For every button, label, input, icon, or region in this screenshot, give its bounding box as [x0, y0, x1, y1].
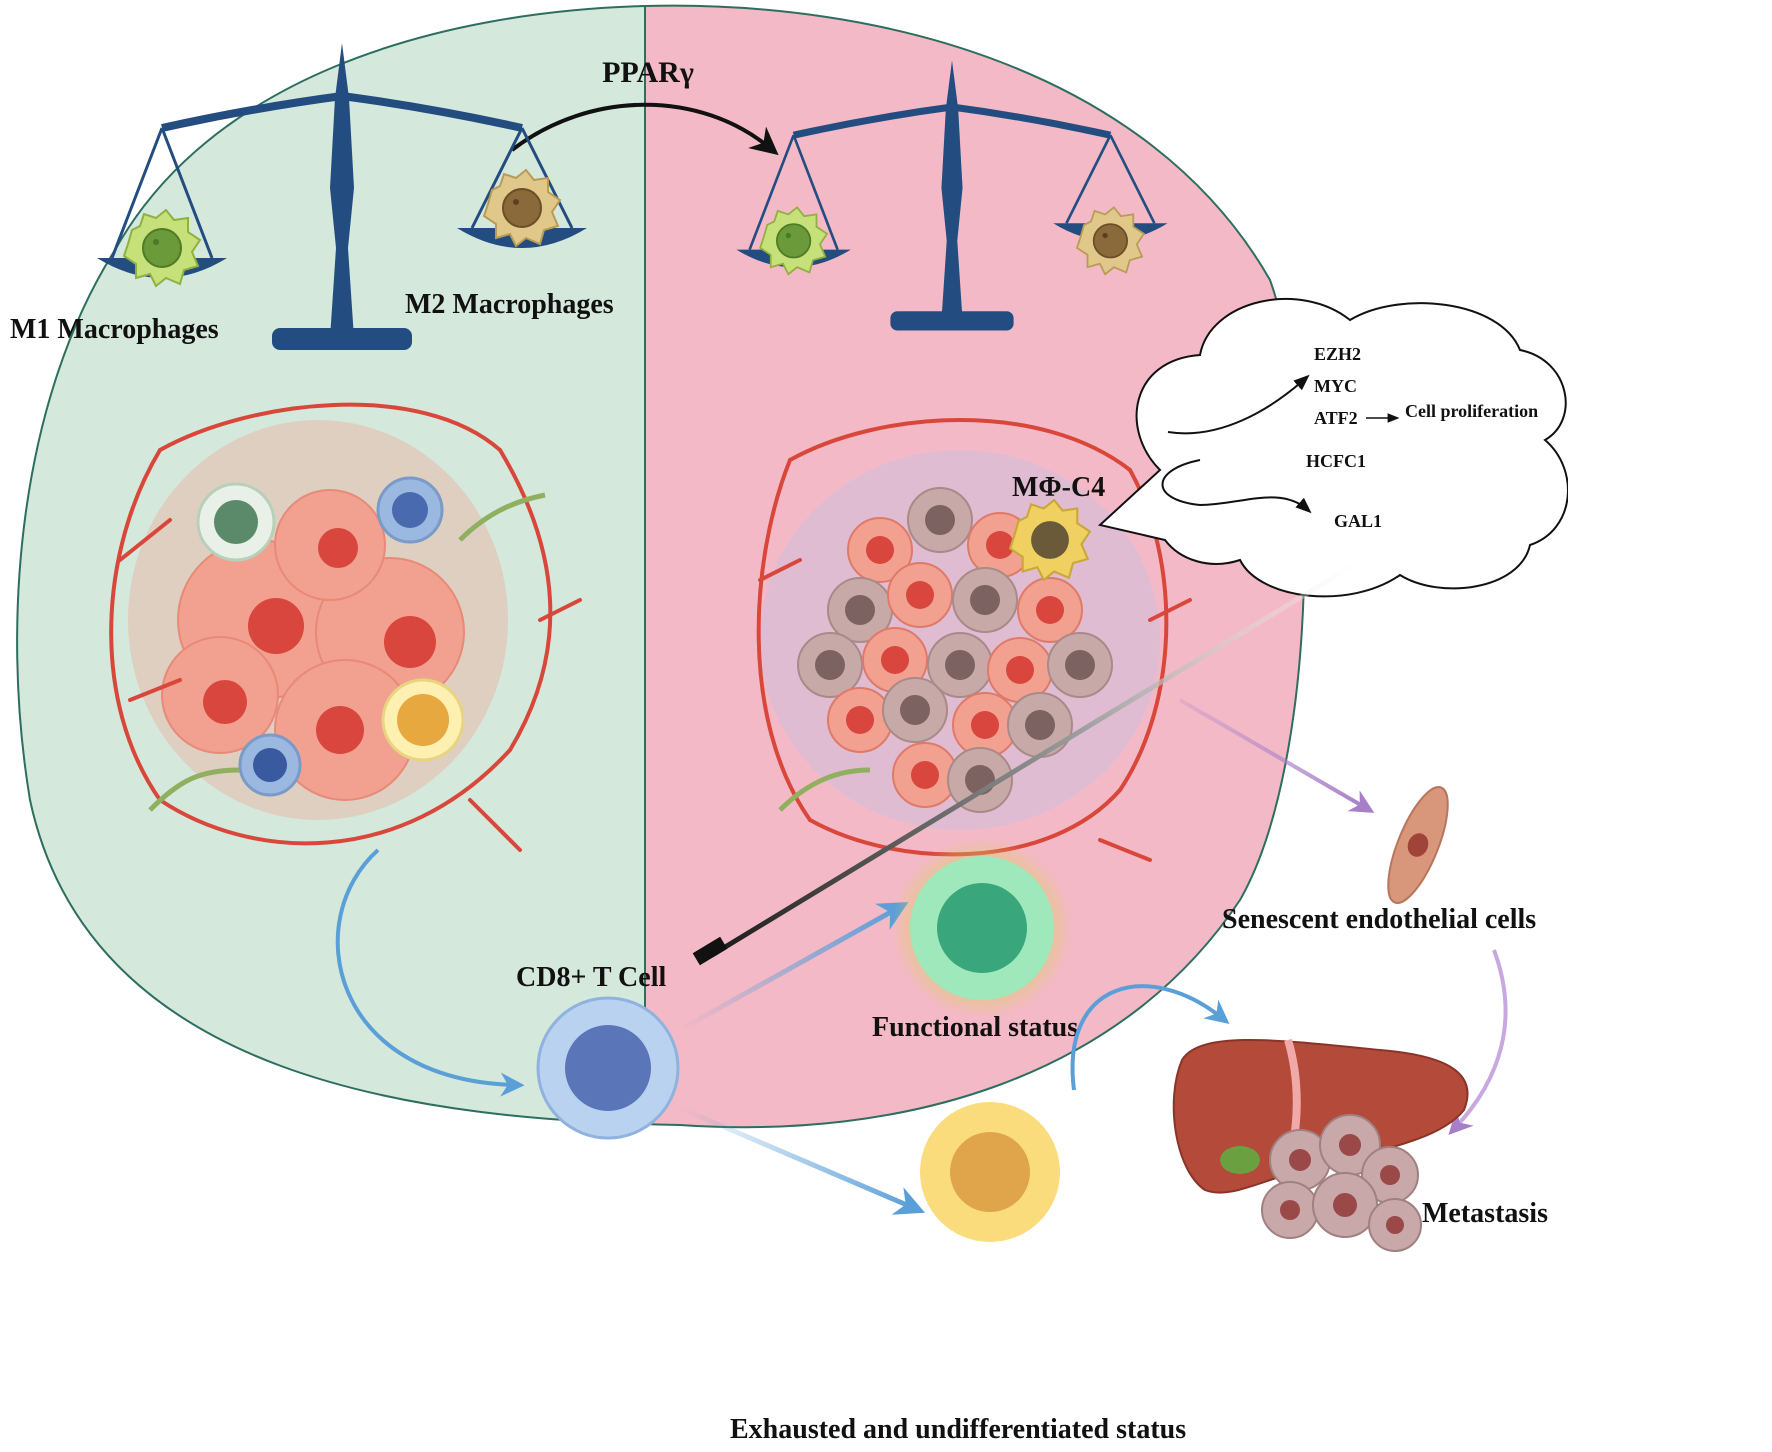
cloud-arrow-lower	[1161, 459, 1312, 514]
liver-icon	[1172, 1038, 1469, 1252]
dendritic-cell-icon	[196, 482, 276, 562]
metastasis-cluster-icon	[1261, 1114, 1422, 1252]
tumor-to-senescent-arrow	[1178, 698, 1375, 813]
mphi-c4-label: MΦ-C4	[1012, 472, 1105, 503]
gene-ezh2: EZH2	[1314, 344, 1361, 364]
gene-cloud: EZH2 MYC ATF2 HCFC1 GAL1 Cell proliferat…	[1097, 298, 1568, 598]
ppar-arrow	[510, 102, 779, 156]
functional-t-cell-icon	[892, 838, 1072, 1018]
m2-label: M2 Macrophages	[405, 289, 614, 320]
inhibition-line	[710, 557, 1364, 958]
exhausted-to-metastasis-arrow	[1070, 984, 1230, 1091]
cloud-arrow-upper	[1167, 374, 1310, 435]
endothelial-cell-icon	[1387, 786, 1449, 904]
t-cell-icon	[381, 678, 465, 762]
senescent-to-metastasis-arrow	[1448, 949, 1508, 1136]
senescent-label: Senescent endothelial cells	[1222, 904, 1536, 935]
metastasis-label: Metastasis	[1422, 1198, 1548, 1229]
tumor-cluster-right	[756, 418, 1192, 862]
cd8-label: CD8+ T Cell	[516, 962, 666, 993]
mphi-c4-macrophage-icon	[1008, 498, 1092, 582]
exhausted-t-cell-icon	[920, 1102, 1060, 1242]
tumor-microenvironment-diagram: PPARγ M1 Macrophages M2 Macrophages	[10, 4, 1568, 1445]
functional-status-label: Functional status	[872, 1012, 1078, 1043]
gene-myc: MYC	[1314, 376, 1357, 396]
cell-proliferation-label: Cell proliferation	[1405, 401, 1538, 421]
gene-atf2: ATF2	[1314, 408, 1358, 428]
gene-hcfc1: HCFC1	[1306, 451, 1366, 471]
exhausted-status-label: Exhausted and undifferentiated status	[730, 1414, 1186, 1445]
gene-gal1: GAL1	[1334, 511, 1382, 531]
t-cell-icon	[238, 733, 302, 797]
t-cell-icon	[376, 476, 444, 544]
cluster-to-cd8-arrow	[335, 848, 525, 1097]
panel-outline	[16, 4, 1306, 1129]
cd8-to-functional-arrow	[678, 902, 909, 1033]
inhibition-bar	[692, 936, 728, 966]
cd8-t-cell-icon	[536, 996, 680, 1140]
ppar-label: PPARγ	[602, 56, 694, 89]
cd8-to-exhausted-arrow	[679, 1105, 926, 1215]
tumor-cluster-left	[109, 402, 582, 852]
m1-label: M1 Macrophages	[10, 314, 219, 345]
